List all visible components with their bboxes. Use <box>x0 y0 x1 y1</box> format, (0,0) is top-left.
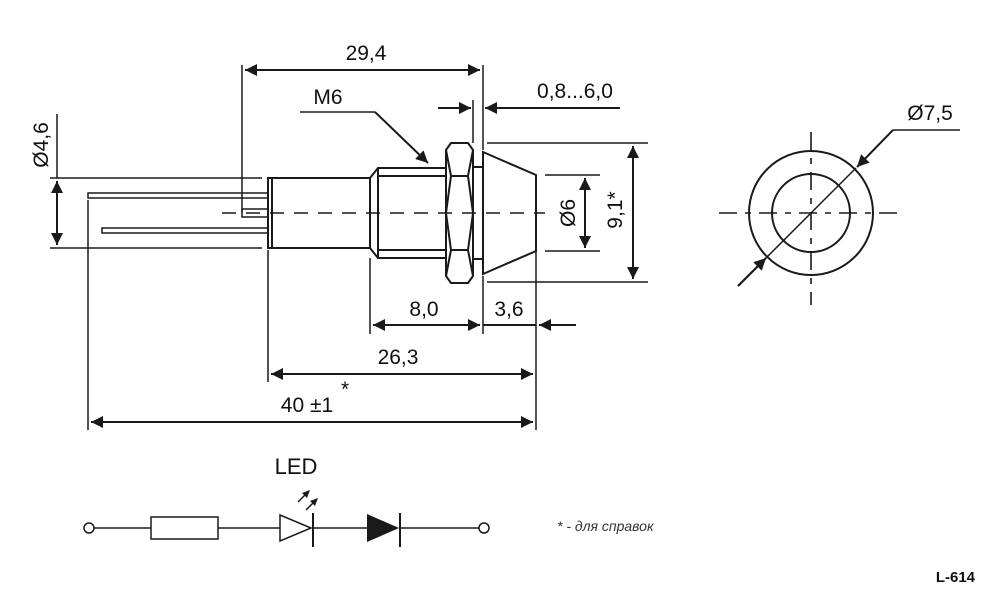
terminal-right <box>478 522 490 534</box>
led-label: LED <box>275 454 318 479</box>
dim-total-length: 40 ±1 <box>281 394 333 417</box>
dim-bezel-length: 3,6 <box>494 298 523 321</box>
dim-thread: M6 <box>313 86 342 109</box>
dim-body-length: 26,3 <box>378 346 419 369</box>
dim-overall-body: 29,4 <box>346 42 387 65</box>
dim-thread-length: 8,0 <box>409 298 438 321</box>
led-symbol <box>279 513 313 543</box>
part-code: L-614 <box>936 569 976 586</box>
dim-lead-diameter: Ø4,6 <box>30 122 53 168</box>
dim-lens-diameter: Ø6 <box>557 199 580 227</box>
lead-wires <box>87 192 269 234</box>
threaded-section <box>369 167 447 259</box>
dim-bezel-height: 9,1* <box>604 191 627 228</box>
footnote: * - для справок <box>557 518 655 534</box>
dimensions: 29,4 M6 0,8...6,0 Ø4,6 Ø6 9,1* <box>30 42 648 430</box>
terminal-left <box>83 522 95 534</box>
dim-bezel-diameter: Ø7,5 <box>907 102 953 125</box>
front-view: Ø7,5 <box>719 102 960 305</box>
diode-symbol <box>367 514 399 542</box>
dim-total-length-mark: * <box>341 378 349 401</box>
resistor-symbol <box>150 516 219 540</box>
light-emission-arrows <box>297 490 318 511</box>
side-view <box>87 142 545 284</box>
circuit-schematic: LED <box>83 454 490 547</box>
dim-panel-thickness: 0,8...6,0 <box>537 80 613 103</box>
